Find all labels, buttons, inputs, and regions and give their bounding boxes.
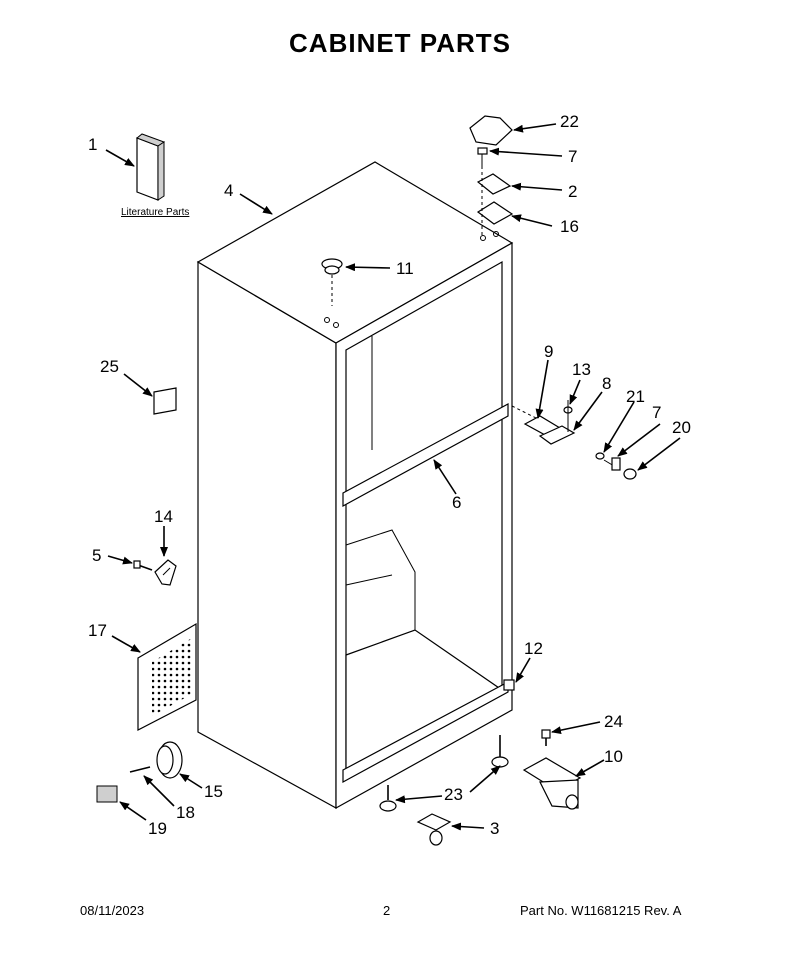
callout-1: 1: [88, 135, 97, 154]
callout-2: 2: [568, 182, 577, 201]
callout-10: 10: [604, 747, 623, 766]
page-title: CABINET PARTS: [289, 28, 511, 58]
callout-23: 23: [444, 785, 463, 804]
front-wheel: [96, 741, 183, 803]
callout-19: 19: [148, 819, 167, 838]
hinge-shim: [476, 201, 514, 225]
callout-8: 8: [602, 374, 611, 393]
bottom-rail: [342, 681, 509, 784]
callout-5: 5: [92, 546, 101, 565]
callout-25: 25: [100, 357, 119, 376]
callout-18: 18: [176, 803, 195, 822]
callout-12: 12: [524, 639, 543, 658]
footer-date: 08/11/2023: [80, 903, 145, 918]
callout-7-center: 7: [652, 403, 661, 422]
callout-6: 6: [452, 493, 461, 512]
top-hinge: [476, 173, 512, 195]
literature-parts-label: Literature Parts: [121, 207, 189, 218]
front-leg: [541, 729, 551, 746]
callout-14: 14: [154, 507, 173, 526]
callout-21: 21: [626, 387, 645, 406]
rear-roller: [416, 813, 452, 846]
compressor-access-panel: [137, 622, 197, 731]
callout-16: 16: [560, 217, 579, 236]
leveling-legs: [379, 735, 509, 812]
footer-page-number: 2: [383, 903, 391, 918]
callout-20: 20: [672, 418, 691, 437]
callout-11: 11: [396, 259, 414, 278]
callout-22: 22: [560, 112, 579, 131]
callout-labels: 1 2 3 4 5 6 7 7 8 9 10 11 12 13 14 15 16…: [88, 112, 691, 838]
cabinet-body: [196, 161, 514, 810]
hinge-pin-bracket: [503, 679, 515, 691]
callout-4: 4: [224, 181, 233, 200]
front-roller-bracket: [522, 757, 582, 810]
footer-part-number: Part No. W11681215 Rev. A: [520, 903, 682, 918]
callout-15: 15: [204, 782, 223, 801]
plug: [321, 258, 343, 328]
callout-9: 9: [544, 342, 553, 361]
hinge-cover: [469, 115, 513, 146]
callout-13: 13: [572, 360, 591, 379]
callout-7-top: 7: [568, 147, 577, 166]
center-hinge-assembly: [511, 400, 637, 480]
center-mullion: [342, 402, 509, 508]
callout-24: 24: [604, 712, 623, 731]
clip-assembly: [133, 559, 177, 586]
callout-17: 17: [88, 621, 107, 640]
callout-3: 3: [490, 819, 499, 838]
leader-lines: [105, 123, 681, 831]
label-plate: [153, 387, 177, 415]
literature-booklet: [136, 133, 166, 201]
top-hinge-screw: [477, 147, 488, 166]
